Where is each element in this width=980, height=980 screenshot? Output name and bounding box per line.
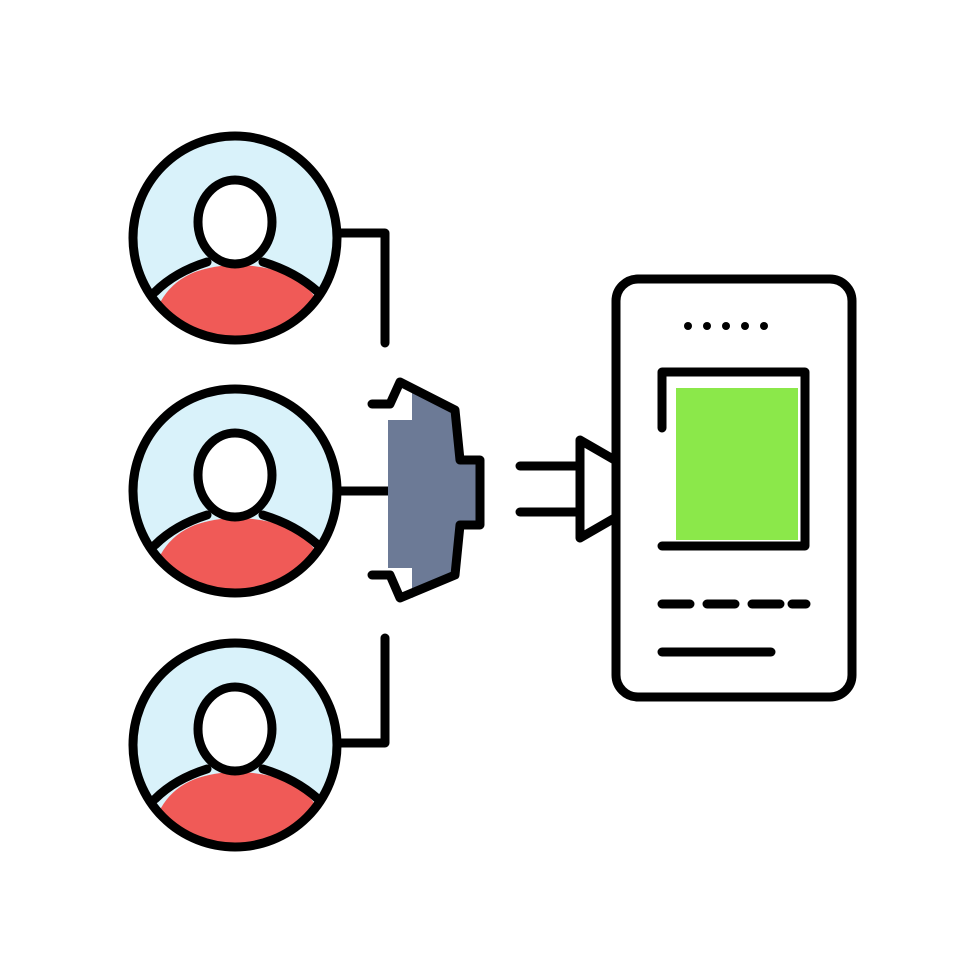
user-avatar-bottom [128, 633, 390, 852]
avatar-shoulders-line [150, 257, 323, 297]
user-avatar-icon [128, 638, 342, 852]
phone-status-dots [684, 322, 768, 330]
avatar-head [193, 428, 277, 522]
user-avatar-icon [128, 131, 342, 345]
user-avatar-middle [128, 384, 407, 598]
half-gear-icon [367, 377, 485, 603]
gear-fill [388, 386, 482, 598]
avatar-head [193, 682, 277, 776]
phone-screen-frame [657, 367, 810, 551]
user-avatar-top [128, 131, 390, 348]
phone-screen-content [676, 388, 798, 540]
connector-line-bottom [332, 633, 390, 748]
connector-line-top [332, 228, 390, 348]
avatar-ring [128, 131, 342, 345]
smartphone-icon [611, 274, 857, 702]
avatar-shoulders-line [150, 764, 323, 804]
user-avatar-icon [128, 384, 342, 598]
avatar-head [193, 175, 277, 269]
avatar-shoulders-line [150, 510, 323, 550]
gear-outline [367, 377, 485, 603]
